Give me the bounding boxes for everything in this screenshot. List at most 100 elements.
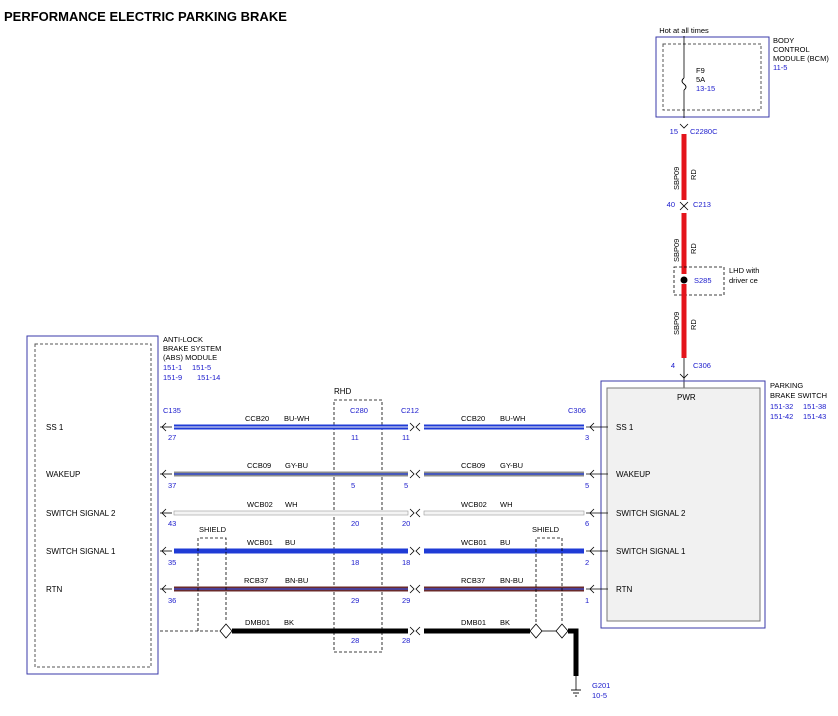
wire-ccb09: CCB09 GY-BU CCB09 GY-BU [160, 461, 608, 479]
wire-dmb01-to-ground [568, 628, 579, 676]
wire-dmb01-circuit-left: DMB01 [245, 618, 270, 627]
c212-pin-5: 5 [404, 481, 408, 490]
wire-rcb37-circuit-left: RCB37 [244, 576, 268, 585]
c280-pin-5: 5 [351, 481, 355, 490]
segment2-circuit: SBP09 [672, 239, 681, 262]
c212-mark-drain-b [415, 626, 421, 636]
abs-conn-mark-ss2 [161, 508, 167, 518]
rhd-inline-connector: RHD C280 11 5 20 18 29 28 [333, 387, 383, 653]
ground-id: G201 [592, 681, 610, 690]
shield-label-right: SHIELD [532, 525, 560, 534]
wire-ccb20: CCB20 BU-WH CCB20 BU-WH [160, 414, 608, 432]
wire-wcb02-color-left: WH [285, 500, 298, 509]
c212-pin-18: 18 [402, 558, 410, 567]
pbs-connector: C306 [568, 406, 586, 415]
c280-pin-29: 29 [351, 596, 359, 605]
wire-dmb01-circuit-right: DMB01 [461, 618, 486, 627]
abs-pin-36: 36 [168, 596, 176, 605]
c212-mark-rtn-a [409, 584, 415, 594]
c280-pin-18: 18 [351, 558, 359, 567]
abs-pin-35: 35 [168, 558, 176, 567]
c212-mark-ss1b-b [415, 546, 421, 556]
abs-conn-mark-ss1 [161, 422, 167, 432]
bcm-module: BODY CONTROL MODULE (BCM) 11-5 Hot at al… [655, 26, 829, 118]
segment3-color: RD [689, 319, 698, 330]
c280-connector: C280 [350, 406, 368, 415]
c212-mark-wakeup-b [415, 469, 421, 479]
wire-ccb20-circuit-left: CCB20 [245, 414, 269, 423]
abs-pin-37: 37 [168, 481, 176, 490]
abs-outer-box [26, 335, 159, 675]
wire-rcb37-circuit-right: RCB37 [461, 576, 485, 585]
abs-pin-27: 27 [168, 433, 176, 442]
pbs-label-wakeup: WAKEUP [616, 470, 650, 479]
pbs-label-ss1: SS 1 [616, 423, 634, 432]
wire-ccb20-color-right: BU-WH [500, 414, 525, 423]
rhd-label: RHD [334, 387, 352, 396]
c212-pin-20: 20 [402, 519, 410, 528]
fuse-name: F9 [696, 66, 705, 75]
page-title: PERFORMANCE ELECTRIC PARKING BRAKE [4, 9, 287, 24]
wire-ccb09-color-left: GY-BU [285, 461, 308, 470]
c213-connector: C213 [693, 200, 711, 209]
wire-ccb20-circuit-right: CCB20 [461, 414, 485, 423]
c212-connector: C212 11 5 20 18 29 28 [401, 406, 419, 645]
shield-right-diamond-1 [529, 623, 543, 639]
splice-dot [680, 276, 688, 284]
segment1-circuit: SBP09 [672, 167, 681, 190]
c212-mark-drain-a [409, 626, 415, 636]
pbs-name-line1: PARKING [770, 381, 803, 390]
abs-ref-2: 151-5 [192, 363, 211, 372]
shield-left-diamond [219, 623, 233, 639]
pbs-pin-2: 2 [585, 558, 589, 567]
abs-label-wakeup: WAKEUP [46, 470, 80, 479]
shield-drain-circuit: SHIELD SHIELD DMB01 BK DMB01 BK G201 10-… [160, 525, 610, 700]
splice-note-line1: LHD with [729, 266, 759, 275]
wire-wcb02-right [423, 510, 585, 516]
pbs-ref-2: 151-38 [803, 402, 826, 411]
c212-pin-28: 28 [402, 636, 410, 645]
abs-name-line1: ANTI-LOCK [163, 335, 203, 344]
pbs-ref-3: 151-42 [770, 412, 793, 421]
wire-ccb09-color-right: GY-BU [500, 461, 523, 470]
wire-rcb37-color-left: BN-BU [285, 576, 308, 585]
bcm-ref: 11-5 [773, 63, 787, 72]
bcm-name-line1: BODY [773, 36, 794, 45]
wire-wcb01-color-left: BU [285, 538, 295, 547]
c212-mark-ss2-b [415, 508, 421, 518]
segment2-color: RD [689, 243, 698, 254]
abs-connector: C135 [163, 406, 181, 415]
abs-conn-mark-rtn [161, 584, 167, 594]
abs-name-line2: BRAKE SYSTEM [163, 344, 221, 353]
abs-ref-4: 151-14 [197, 373, 220, 382]
bcm-connector: C2280C [690, 127, 718, 136]
wire-wcb01: WCB01 BU WCB01 BU [160, 538, 608, 556]
shield-right-diamond-2 [555, 623, 569, 639]
splice-box [673, 266, 725, 296]
abs-module: ANTI-LOCK BRAKE SYSTEM (ABS) MODULE 151-… [26, 335, 221, 675]
wire-wcb02: WCB02 WH WCB02 WH [160, 500, 608, 518]
c306-pwr-pin: 4 [671, 361, 675, 370]
wire-wcb02-circuit-left: WCB02 [247, 500, 273, 509]
c212-pin-29: 29 [402, 596, 410, 605]
parking-brake-switch: PARKING BRAKE SWITCH 151-32 151-38 151-4… [568, 380, 827, 629]
c213-pin: 40 [667, 200, 675, 209]
wire-wcb02-left [173, 510, 409, 516]
abs-inner-box [34, 343, 152, 668]
pbs-outer-box [600, 380, 766, 629]
bcm-outer-box [655, 36, 770, 118]
c213-connector-mark-bottom [679, 205, 689, 211]
segment1-color: RD [689, 169, 698, 180]
c212-mark-rtn-b [415, 584, 421, 594]
pbs-ref-4: 151-43 [803, 412, 826, 421]
splice-id: S285 [694, 276, 712, 285]
fuse-symbol [681, 77, 687, 91]
bcm-name-line2: CONTROL [773, 45, 810, 54]
pbs-pin-3: 3 [585, 433, 589, 442]
abs-ref-3: 151-9 [163, 373, 182, 382]
c212-mark-wakeup-a [409, 469, 415, 479]
pbs-ref-1: 151-32 [770, 402, 793, 411]
abs-label-switch-signal-2: SWITCH SIGNAL 2 [46, 509, 116, 518]
bcm-name-line3: MODULE (BCM) [773, 54, 829, 63]
wire-wcb01-circuit-right: WCB01 [461, 538, 487, 547]
